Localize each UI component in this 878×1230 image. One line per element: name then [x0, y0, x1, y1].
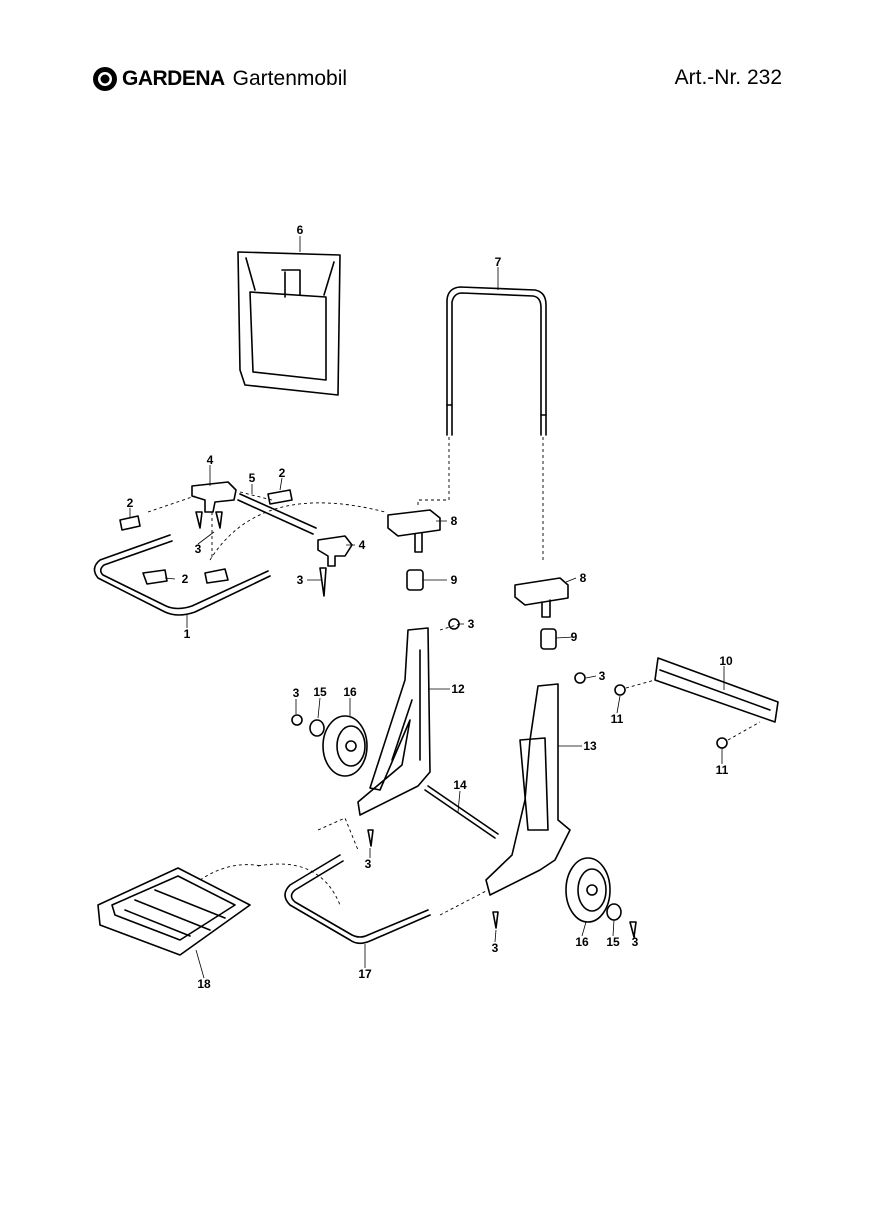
label-part-3: 3 [599, 669, 606, 683]
label-part-4: 4 [207, 453, 214, 467]
label-part-3: 3 [195, 542, 202, 556]
label-part-9: 9 [571, 630, 578, 644]
label-part-14: 14 [453, 778, 467, 792]
label-part-3: 3 [365, 857, 372, 871]
part-6-back-panel [237, 251, 341, 396]
part-14-axle [424, 785, 499, 839]
part-8-socket [387, 509, 569, 618]
label-part-18: 18 [197, 977, 211, 991]
label-part-12: 12 [451, 682, 465, 696]
part-2-clip [119, 489, 293, 585]
label-part-8: 8 [451, 514, 458, 528]
label-part-9: 9 [451, 573, 458, 587]
label-part-10: 10 [719, 654, 733, 668]
label-part-4: 4 [359, 538, 366, 552]
label-part-3: 3 [632, 935, 639, 949]
label-part-3: 3 [492, 941, 499, 955]
label-part-16: 16 [575, 935, 589, 949]
label-part-11: 11 [716, 763, 729, 777]
label-part-5: 5 [249, 471, 256, 485]
part-7-handle [446, 286, 547, 436]
label-part-2: 2 [182, 572, 189, 586]
part-9-plug [406, 569, 557, 650]
label-part-3: 3 [468, 617, 475, 631]
part-18-tray [97, 867, 251, 956]
part-1-frame [93, 534, 271, 616]
label-part-2: 2 [279, 466, 286, 480]
part-12-side-frame [357, 627, 431, 816]
label-part-17: 17 [358, 967, 372, 981]
part-16-wheel [322, 715, 611, 923]
part-17-base-frame [284, 854, 431, 945]
label-part-13: 13 [583, 739, 597, 753]
label-part-2: 2 [127, 496, 134, 510]
brand-name: GARDENA [122, 67, 225, 90]
label-part-16: 16 [343, 685, 357, 699]
label-part-8: 8 [580, 571, 587, 585]
label-part-3: 3 [297, 573, 304, 587]
header-brand: GARDENA Gartenmobil [92, 66, 347, 92]
part-number-labels: 6 7 4 2 5 2 8 3 4 2 3 9 8 1 3 9 3 10 3 1… [127, 223, 733, 991]
part-10-crossbar [654, 657, 779, 723]
part-13-side-frame [485, 683, 571, 896]
label-part-6: 6 [297, 223, 304, 237]
part-5-rod [237, 493, 317, 535]
label-part-11: 11 [611, 712, 624, 726]
label-part-1: 1 [184, 627, 191, 641]
product-name: Gartenmobil [232, 67, 348, 90]
part-15-washer [309, 719, 622, 921]
label-part-7: 7 [495, 255, 502, 269]
part-4-corner [191, 481, 353, 567]
label-part-3: 3 [293, 686, 300, 700]
article-number: Art.-Nr. 232 [674, 66, 782, 89]
label-part-15: 15 [606, 935, 620, 949]
gardena-logo-icon [93, 67, 117, 91]
label-part-15: 15 [313, 685, 327, 699]
